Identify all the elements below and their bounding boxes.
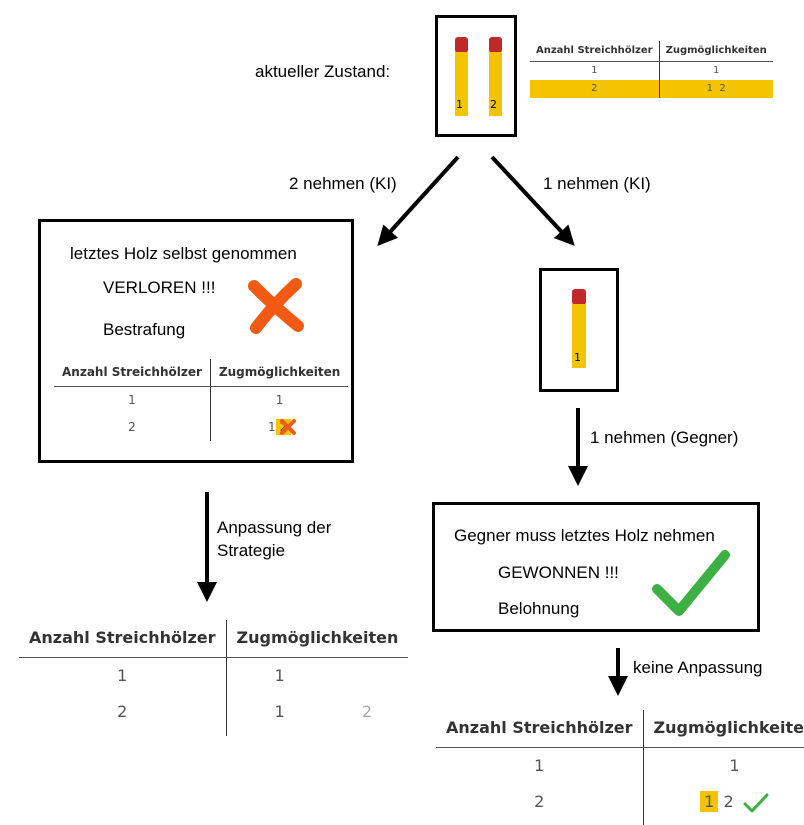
match-icon (572, 289, 586, 368)
cell-moves: 1 2 (225, 693, 409, 736)
win-reason: Gegner muss letztes Holz nehmen (454, 526, 715, 545)
cell-count: 2 (534, 792, 545, 812)
move-option: 1 (274, 702, 285, 721)
col-header-count: Anzahl Streichhölzer (530, 41, 660, 62)
match-icon (489, 37, 502, 116)
lose-title: VERLOREN !!! (103, 278, 216, 297)
col-header-moves: Zugmöglichkeiten (225, 620, 409, 658)
cell-moves: 1 (225, 657, 409, 693)
match-number-2: 2 (490, 98, 497, 111)
adapt-label-line1: Anpassung der (217, 518, 332, 537)
table-row-highlighted: 2 1 2 (530, 80, 773, 98)
col-header-moves: Zugmöglichkeiten (658, 41, 773, 62)
current-state-table: Anzahl Streichhölzer Zugmöglichkeiten 1 … (530, 41, 773, 98)
match-single (572, 289, 586, 368)
current-state-label: aktueller Zustand: (255, 62, 391, 81)
move-option: 1 (274, 666, 285, 685)
lose-penalty: Bestrafung (103, 320, 186, 339)
col-header-count: Anzahl Streichhölzer (436, 710, 644, 748)
arrow-opponent-label: 1 nehmen (Gegner) (590, 428, 739, 447)
arrow-left-diagonal (377, 155, 460, 246)
adapt-label-line2: Strategie (217, 541, 286, 560)
cell-count: 1 (591, 65, 598, 76)
table-row: 2 1 2 (19, 693, 409, 736)
lose-table: Anzahl Streichhölzer Zugmöglichkeiten 1 … (54, 359, 349, 441)
current-state-box: 1 2 (435, 15, 517, 137)
cell-moves: 1 (209, 386, 349, 413)
col-header-moves: Zugmöglichkeiten (642, 710, 804, 748)
cell-count: 1 (117, 666, 128, 685)
move-option-punished: 2 (275, 419, 292, 435)
table-row: 1 1 (530, 61, 773, 80)
match-number-1: 1 (456, 98, 463, 111)
cross-icon (248, 278, 304, 334)
lose-reason: letztes Holz selbst genommen (70, 244, 297, 263)
no-adapt-label: keine Anpassung (633, 658, 763, 677)
win-reward: Belohnung (498, 599, 580, 618)
lose-box: letztes Holz selbst genommen VERLOREN !!… (38, 219, 354, 463)
cross-icon (279, 419, 296, 435)
col-header-count: Anzahl Streichhölzer (54, 359, 211, 387)
cell-count: 2 (117, 702, 128, 721)
match-number: 1 (574, 351, 581, 364)
col-header-moves: Zugmöglichkeiten (209, 359, 349, 387)
win-box: Gegner muss letztes Holz nehmen GEWONNEN… (432, 502, 760, 632)
cell-moves: 1 (658, 61, 773, 80)
cell-count: 2 (128, 420, 136, 434)
cell-count: 1 (128, 393, 136, 407)
matches-two (455, 37, 502, 116)
cell-moves: 1 2 (658, 80, 773, 98)
table-row: 1 1 (19, 657, 409, 693)
move-option: 2 (723, 792, 734, 811)
table-row: 1 1 (54, 386, 349, 413)
col-header-count: Anzahl Streichhölzer (19, 620, 227, 658)
table-row: 1 1 (436, 747, 804, 783)
single-match-box: 1 (539, 268, 619, 392)
cell-moves: 1 2 (642, 783, 804, 825)
cell-moves: 1 (642, 747, 804, 783)
move-option-rewarded: 1 (700, 791, 719, 812)
match-icon (455, 37, 468, 116)
check-icon (652, 550, 730, 616)
cell-count: 1 (534, 756, 545, 775)
right-result-table: Anzahl Streichhölzer Zugmöglichkeiten 1 … (436, 710, 804, 825)
arrow-right-label: 1 nehmen (KI) (543, 174, 651, 193)
arrow-right-diagonal (490, 155, 575, 246)
left-result-table: Anzahl Streichhölzer Zugmöglichkeiten 1 … (19, 620, 409, 736)
win-title: GEWONNEN !!! (498, 563, 619, 582)
cell-count: 2 (530, 80, 660, 98)
move-option-removed: 2 (361, 702, 372, 721)
move-option: 1 (267, 420, 276, 434)
check-icon (743, 793, 769, 812)
arrow-left-label: 2 nehmen (KI) (289, 174, 397, 193)
table-row: 2 1 2 (436, 783, 804, 825)
